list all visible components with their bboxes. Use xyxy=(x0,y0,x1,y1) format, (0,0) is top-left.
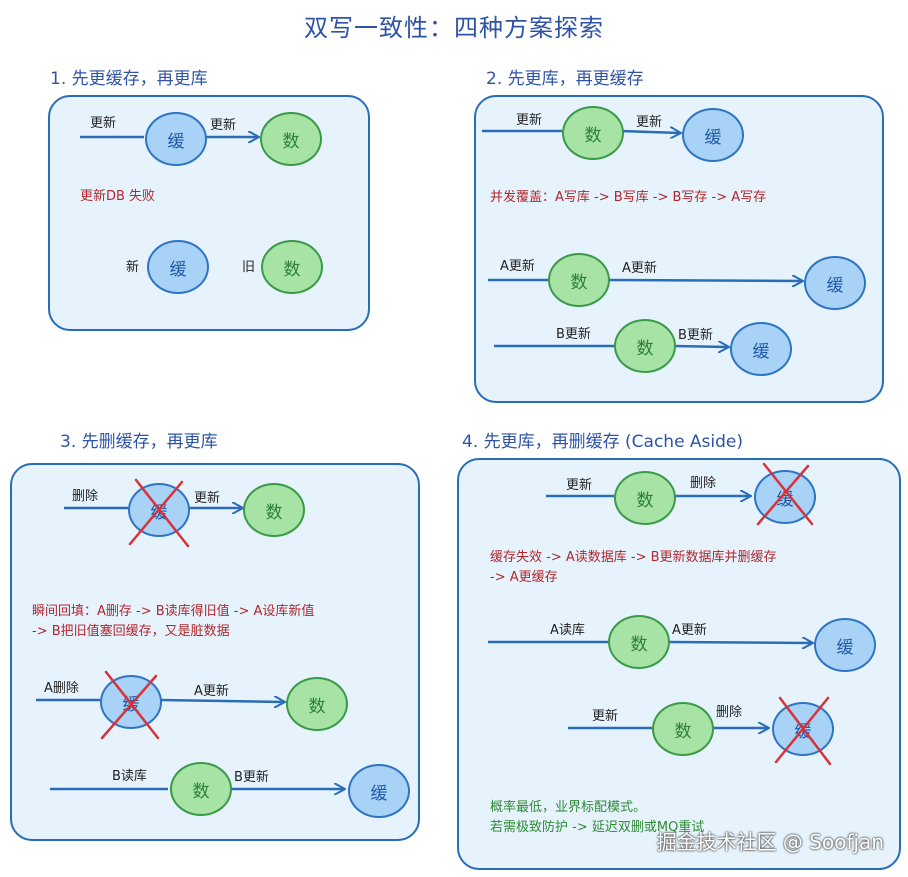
label-update: 更新 xyxy=(194,491,221,506)
label-delete: 删除 xyxy=(690,476,717,491)
note-refill-2: -> B把旧值塞回缓存，又是脏数据 xyxy=(32,624,230,639)
cache-node: 缓 xyxy=(682,108,744,162)
section-3-title: 3. 先删缓存，再更库 xyxy=(60,432,218,452)
cross-icon xyxy=(774,696,832,766)
cache-node: 缓 xyxy=(348,764,410,818)
cache-node: 缓 xyxy=(804,256,866,310)
cross-icon xyxy=(128,478,190,548)
cache-node: 缓 xyxy=(145,112,207,166)
label-b-update: B更新 xyxy=(678,328,713,343)
db-node: 数 xyxy=(260,112,322,166)
watermark: 掘金技术社区 @ Soofjan xyxy=(656,830,884,854)
cache-node: 缓 xyxy=(814,618,876,672)
label-new: 新 xyxy=(126,260,140,275)
arrow-p3-a-out xyxy=(159,700,284,702)
note-invalid-1: 缓存失效 -> A读数据库 -> B更新数据库并删缓存 xyxy=(490,550,777,565)
cross-icon xyxy=(100,670,160,740)
label-update: 更新 xyxy=(566,478,593,493)
db-node: 数 xyxy=(286,677,348,731)
cache-node: 缓 xyxy=(147,240,209,294)
section-1-title: 1. 先更缓存，再更库 xyxy=(50,69,208,89)
note-conclusion-2: 若需极致防护 -> 延迟双删或MQ重试 xyxy=(490,820,705,835)
note-conclusion-1: 概率最低，业界标配模式。 xyxy=(490,800,647,815)
label-b-read: B读库 xyxy=(112,769,147,784)
panel-2 xyxy=(474,95,884,403)
note-concurrency: 并发覆盖：A写库 -> B写库 -> B写存 -> A写存 xyxy=(490,190,767,205)
label-update: 更新 xyxy=(516,113,543,128)
page-title: 双写一致性：四种方案探索 xyxy=(304,14,604,42)
label-delete: 删除 xyxy=(716,705,743,720)
label-b-update: B更新 xyxy=(234,770,269,785)
label-update: 更新 xyxy=(592,709,619,724)
cache-node: 缓 xyxy=(730,322,792,376)
label-a-update: A更新 xyxy=(194,684,229,699)
label-update: 更新 xyxy=(90,116,117,131)
note-refill-1: 瞬间回填：A删存 -> B读库得旧值 -> A设库新值 xyxy=(32,604,315,619)
arrow-p2-a-out xyxy=(605,280,802,281)
label-a-read: A读库 xyxy=(550,623,585,638)
db-node: 数 xyxy=(261,240,323,294)
db-node: 数 xyxy=(562,106,624,160)
arrow-p4-a-out xyxy=(667,642,812,643)
db-node: 数 xyxy=(652,702,714,756)
label-a-delete: A删除 xyxy=(44,681,79,696)
note-invalid-2: -> A更缓存 xyxy=(490,570,558,585)
db-node: 数 xyxy=(548,253,610,307)
label-update: 更新 xyxy=(210,118,237,133)
label-update: 更新 xyxy=(636,115,663,130)
arrow-p2-out xyxy=(619,131,680,133)
label-delete: 删除 xyxy=(72,489,99,504)
db-node: 数 xyxy=(608,615,670,669)
label-b-update: B更新 xyxy=(556,327,591,342)
section-4-title: 4. 先更库，再删缓存 (Cache Aside) xyxy=(462,432,744,452)
db-node: 数 xyxy=(243,483,305,537)
db-node: 数 xyxy=(614,471,676,525)
cache-node: 缓 xyxy=(754,470,816,524)
label-old: 旧 xyxy=(242,260,256,275)
arrow-p2-b-out xyxy=(673,346,728,347)
db-node: 数 xyxy=(170,762,232,816)
label-a-update: A更新 xyxy=(672,623,707,638)
note-fail: 更新DB 失败 xyxy=(80,189,156,204)
label-a-update: A更新 xyxy=(500,259,535,274)
cross-icon xyxy=(756,462,814,526)
label-a-update: A更新 xyxy=(622,261,657,276)
db-node: 数 xyxy=(614,319,676,373)
section-2-title: 2. 先更库，再更缓存 xyxy=(486,69,644,89)
